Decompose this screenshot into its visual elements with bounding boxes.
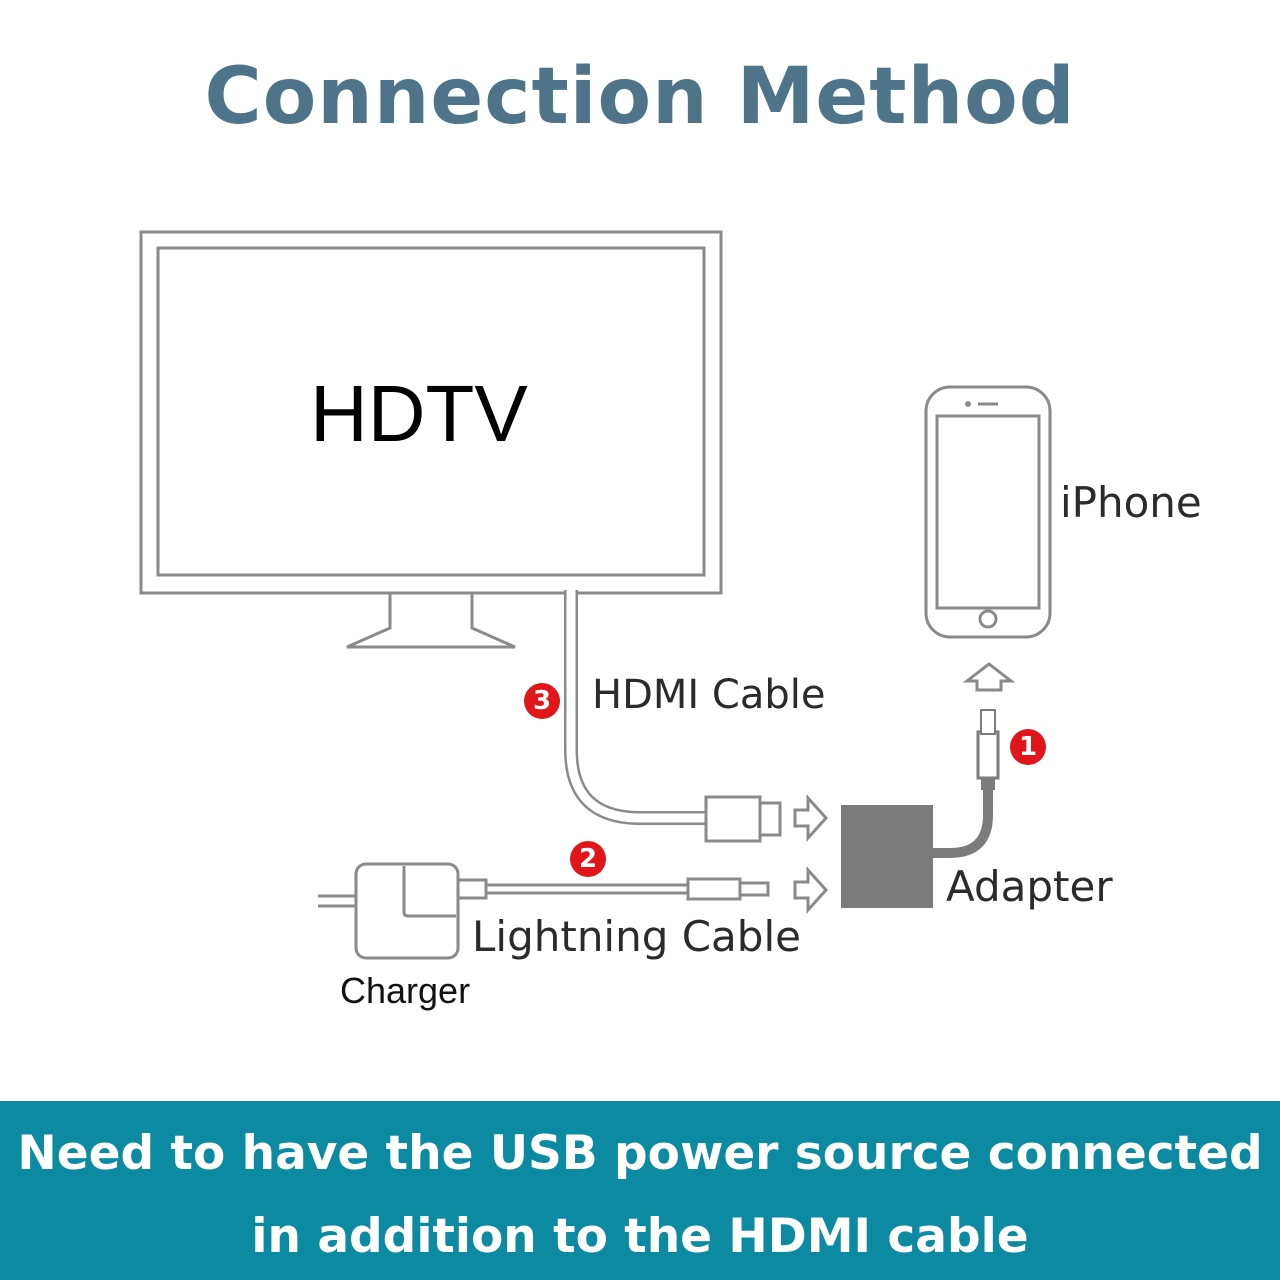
hdmi-cable-illustration [564, 590, 782, 843]
charger-illustration [318, 862, 460, 960]
step-3-badge: 3 [524, 683, 560, 719]
banner-line-1: Need to have the USB power source connec… [17, 1126, 1263, 1181]
notice-banner: Need to have the USB power source connec… [0, 1101, 1280, 1280]
hdmi-cable-label: HDMI Cable [592, 672, 826, 718]
step-2-badge: 2 [570, 841, 606, 877]
lightning-cable-label: Lightning Cable [472, 912, 801, 961]
arrow-icon [793, 662, 1016, 914]
adapter-label: Adapter [946, 862, 1113, 911]
hdtv-illustration [139, 230, 723, 649]
iphone-illustration [924, 385, 1052, 639]
adapter-illustration [841, 709, 1000, 908]
charger-label: Charger [340, 970, 471, 1011]
banner-line-2: in addition to the HDMI cable [251, 1209, 1029, 1264]
lightning-cable-illustration [456, 877, 770, 901]
page-title: Connection Method [204, 52, 1076, 142]
step-1-badge: 1 [1010, 729, 1046, 765]
iphone-label: iPhone [1060, 478, 1202, 527]
hdtv-label: HDTV [310, 369, 528, 458]
